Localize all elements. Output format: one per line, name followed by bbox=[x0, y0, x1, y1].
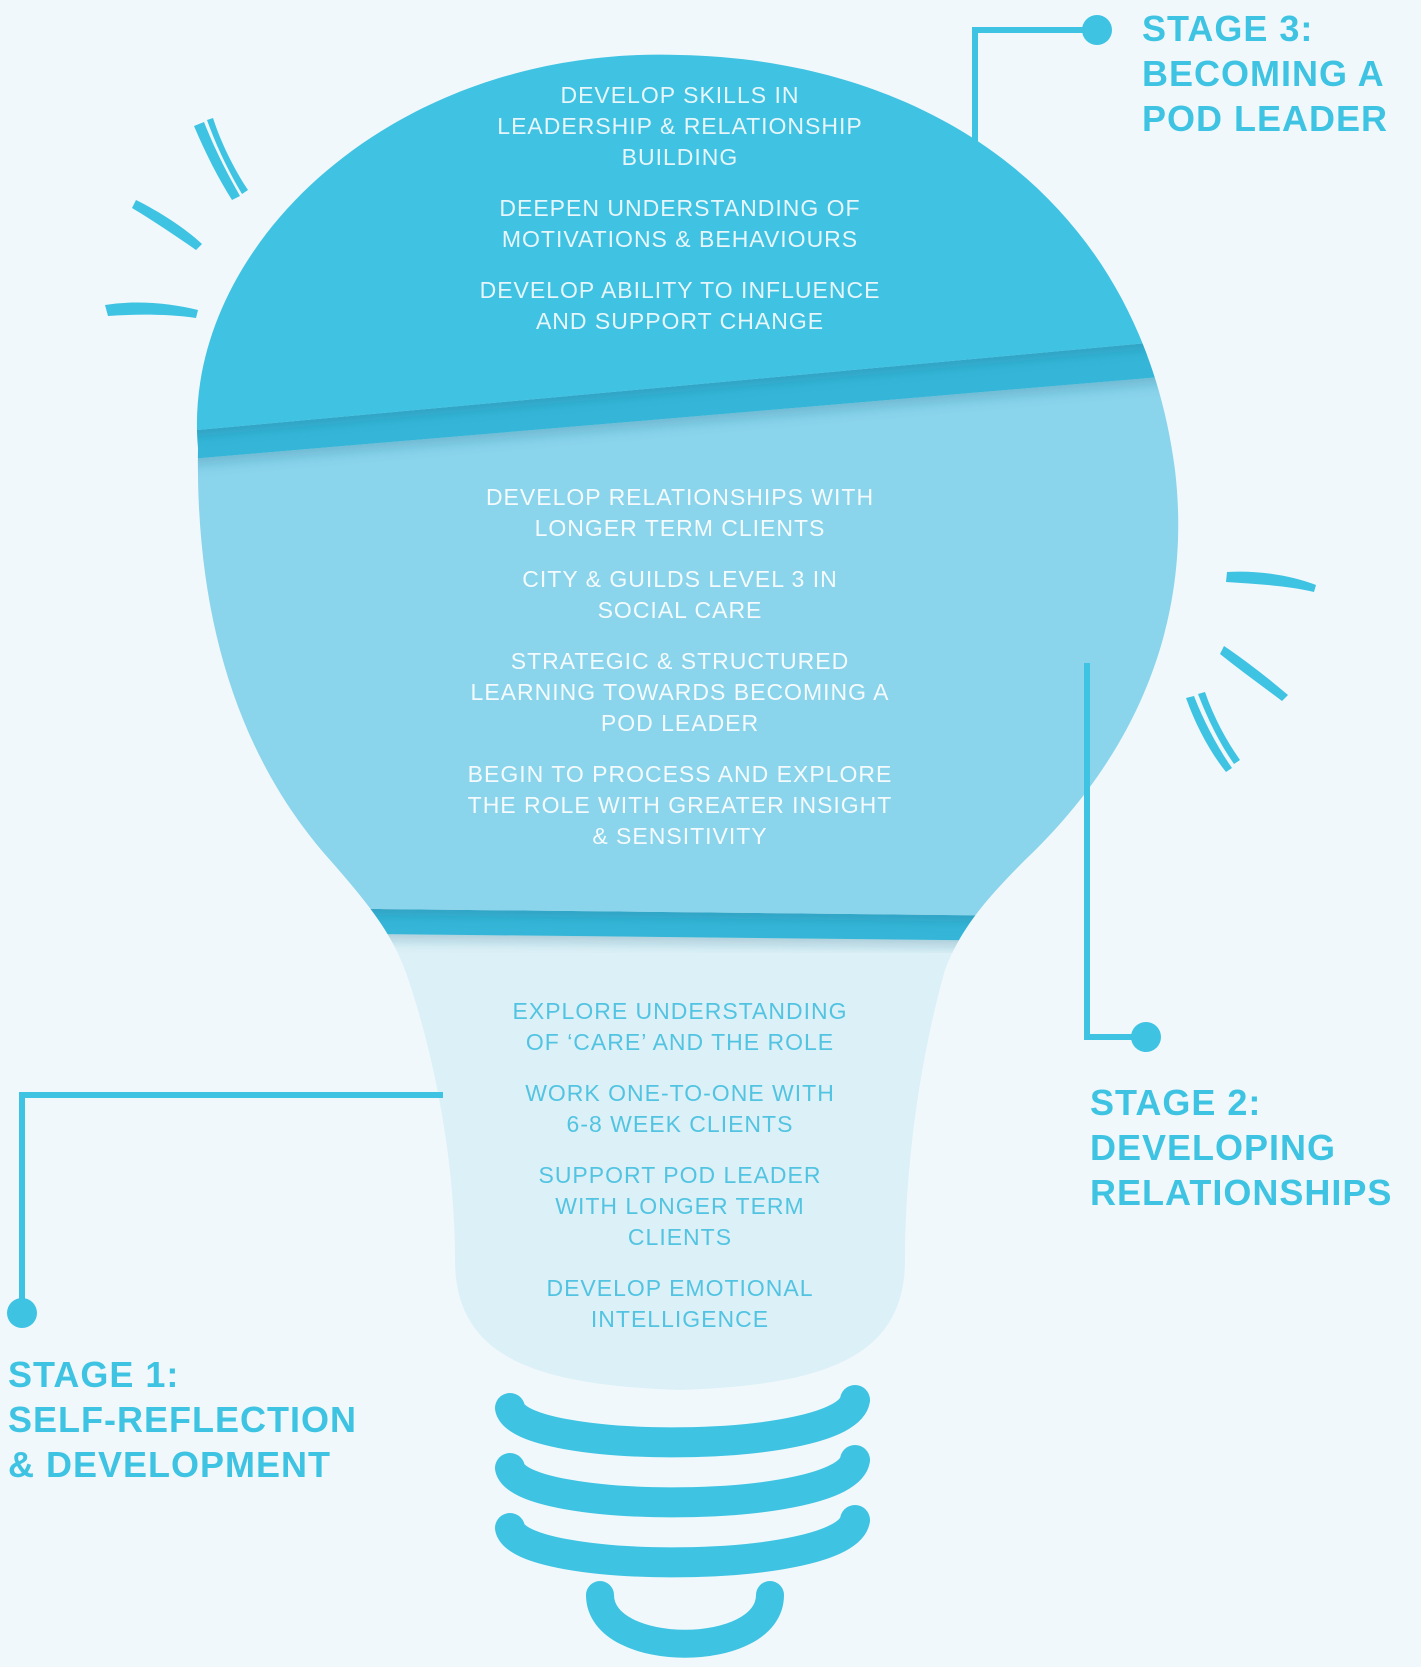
stage2-item-4-line-1: BEGIN TO PROCESS AND EXPLORE bbox=[467, 761, 893, 787]
stage3-item: DEVELOP ABILITY TO INFLUENCE AND SUPPORT… bbox=[380, 275, 980, 337]
stage2-connector-dot bbox=[1131, 1022, 1161, 1052]
ray-right-3 bbox=[1186, 692, 1240, 772]
stage2-connector-line bbox=[1084, 663, 1146, 1040]
stage3-item-3-line-2: AND SUPPORT CHANGE bbox=[535, 308, 825, 334]
stage3-connector-line bbox=[972, 27, 1097, 145]
stage2-item: DEVELOP RELATIONSHIPS WITH LONGER TERM C… bbox=[380, 482, 980, 544]
stage2-item: CITY & GUILDS LEVEL 3 IN SOCIAL CARE bbox=[380, 564, 980, 626]
stage3-item-2-line-2: MOTIVATIONS & BEHAVIOURS bbox=[501, 226, 859, 252]
stage3-item: DEEPEN UNDERSTANDING OF MOTIVATIONS & BE… bbox=[380, 193, 980, 255]
stage3-connector-dot bbox=[1082, 15, 1112, 45]
stage1-item-3-line-3: CLIENTS bbox=[627, 1224, 733, 1250]
stage2-item: BEGIN TO PROCESS AND EXPLORE THE ROLE WI… bbox=[380, 759, 980, 852]
stage1-item-2-line-1: WORK ONE-TO-ONE WITH bbox=[525, 1080, 835, 1106]
stage1-connector-line bbox=[19, 1092, 443, 1313]
ray-right-1 bbox=[1226, 571, 1316, 592]
stage2-title-line-2: RELATIONSHIPS bbox=[1090, 1172, 1393, 1213]
stage3-divider bbox=[196, 318, 1179, 475]
stage2-item-2-line-1: CITY & GUILDS LEVEL 3 IN bbox=[522, 566, 838, 592]
base-ring-1 bbox=[495, 1385, 870, 1458]
stage3-item: DEVELOP SKILLS IN LEADERSHIP & RELATIONS… bbox=[380, 80, 980, 173]
light-rays-left bbox=[105, 118, 248, 318]
stage3-item-3-line-1: DEVELOP ABILITY TO INFLUENCE bbox=[479, 277, 881, 303]
stage2-item-3-line-2: LEARNING TOWARDS BECOMING A bbox=[470, 679, 890, 705]
stage2-items: DEVELOP RELATIONSHIPS WITH LONGER TERM C… bbox=[380, 482, 980, 872]
stage1-label: STAGE 1: SELF-REFLECTION & DEVELOPMENT bbox=[8, 1352, 357, 1487]
ray-left-3 bbox=[105, 302, 198, 318]
ray-left-2 bbox=[132, 200, 202, 250]
stage1-items: EXPLORE UNDERSTANDING OF ‘CARE’ AND THE … bbox=[430, 996, 930, 1355]
stage2-item-4-line-3: & SENSITIVITY bbox=[592, 823, 768, 849]
stage1-item-1-line-2: OF ‘CARE’ AND THE ROLE bbox=[525, 1029, 835, 1055]
stage2-heading: STAGE 2: bbox=[1090, 1082, 1262, 1123]
stage1-item-4-line-2: INTELLIGENCE bbox=[590, 1306, 770, 1332]
stage3-item-2-line-1: DEEPEN UNDERSTANDING OF bbox=[499, 195, 861, 221]
stage2-item: STRATEGIC & STRUCTURED LEARNING TOWARDS … bbox=[380, 646, 980, 739]
stage3-item-1-line-1: DEVELOP SKILLS IN bbox=[560, 82, 800, 108]
stage1-connector-dot bbox=[7, 1298, 37, 1328]
stage1-heading: STAGE 1: bbox=[8, 1354, 180, 1395]
stage1-item-2-line-2: 6-8 WEEK CLIENTS bbox=[566, 1111, 794, 1137]
stage2-item-3-line-1: STRATEGIC & STRUCTURED bbox=[510, 648, 850, 674]
stage2-item-2-line-2: SOCIAL CARE bbox=[597, 597, 763, 623]
stage2-label: STAGE 2: DEVELOPING RELATIONSHIPS bbox=[1090, 1080, 1392, 1215]
base-ring-3 bbox=[495, 1505, 870, 1578]
stage1-item-1-line-1: EXPLORE UNDERSTANDING bbox=[512, 998, 848, 1024]
stage2-item-4-line-2: THE ROLE WITH GREATER INSIGHT bbox=[467, 792, 893, 818]
stage2-item-1-line-1: DEVELOP RELATIONSHIPS WITH bbox=[485, 484, 875, 510]
stage2-connector bbox=[1084, 663, 1161, 1052]
ray-left-1 bbox=[194, 118, 248, 200]
stage3-item-1-line-3: BUILDING bbox=[621, 144, 739, 170]
light-rays-right bbox=[1186, 571, 1316, 772]
stage1-item: EXPLORE UNDERSTANDING OF ‘CARE’ AND THE … bbox=[430, 996, 930, 1058]
stage1-item: SUPPORT POD LEADER WITH LONGER TERM CLIE… bbox=[430, 1160, 930, 1253]
stage2-item-1-line-2: LONGER TERM CLIENTS bbox=[534, 515, 826, 541]
stage1-title-line-1: SELF-REFLECTION bbox=[8, 1399, 357, 1440]
stage2-item-3-line-3: POD LEADER bbox=[600, 710, 760, 736]
ray-right-2 bbox=[1220, 646, 1288, 701]
stage2-title-line-1: DEVELOPING bbox=[1090, 1127, 1337, 1168]
stage3-title-line-1: BECOMING A bbox=[1142, 53, 1385, 94]
stage3-item-1-line-2: LEADERSHIP & RELATIONSHIP bbox=[497, 113, 863, 139]
base-ring-2 bbox=[495, 1445, 870, 1518]
stage1-connector bbox=[7, 1092, 443, 1328]
stage1-item: WORK ONE-TO-ONE WITH 6-8 WEEK CLIENTS bbox=[430, 1078, 930, 1140]
bulb-base bbox=[495, 1385, 870, 1658]
stage1-item-3-line-1: SUPPORT POD LEADER bbox=[538, 1162, 822, 1188]
stage1-item-4-line-1: DEVELOP EMOTIONAL bbox=[546, 1275, 814, 1301]
stage3-label: STAGE 3: BECOMING A POD LEADER bbox=[1142, 6, 1388, 141]
stage1-item-3-line-2: WITH LONGER TERM bbox=[555, 1193, 805, 1219]
stage1-item: DEVELOP EMOTIONAL INTELLIGENCE bbox=[430, 1273, 930, 1335]
stage3-connector bbox=[972, 15, 1112, 145]
stage2-band-fill bbox=[196, 355, 1179, 920]
stage3-items: DEVELOP SKILLS IN LEADERSHIP & RELATIONS… bbox=[380, 80, 980, 357]
stage3-heading: STAGE 3: bbox=[1142, 8, 1314, 49]
stage3-title-line-2: POD LEADER bbox=[1142, 98, 1389, 139]
stage1-title-line-2: & DEVELOPMENT bbox=[8, 1444, 332, 1485]
base-tip bbox=[586, 1581, 784, 1658]
